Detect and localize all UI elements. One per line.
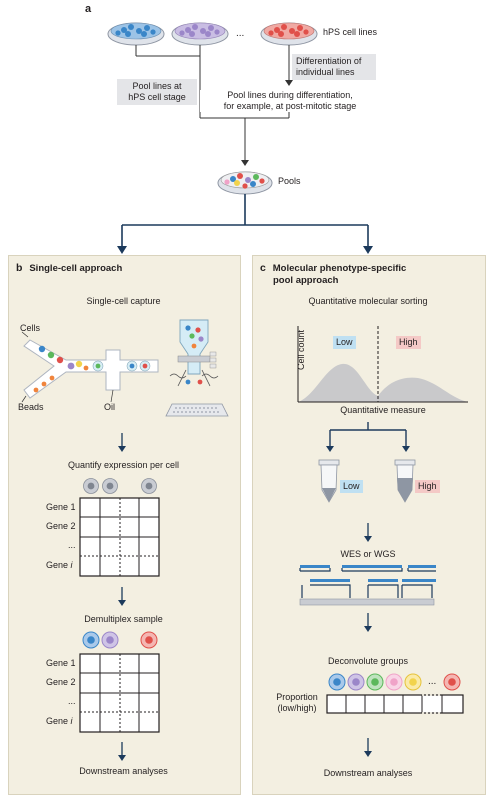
arrow-down-icon [364,523,372,542]
low-badge: Low [333,336,356,349]
sorting-label: Quantitative molecular sorting [308,296,428,306]
gene-ellipsis-label: ... [68,696,76,706]
pools-label: Pools [278,176,301,186]
purple-cell-line-dish-icon [171,22,229,46]
expression-grid-2 [79,653,160,733]
downstream-analyses-c: Downstream analyses [323,768,413,778]
microfluidic-graphic [21,319,229,417]
distribution-plot [297,326,468,403]
oil-label: Oil [104,402,115,412]
sequencing-reads-graphic [299,565,436,606]
pools-dish-icon [217,171,273,195]
gene-2-label: Gene 2 [46,677,76,687]
demultiplex-label: Demultiplex sample [84,614,163,624]
tube-high-badge: High [415,480,440,493]
gene-index-italic: i [70,560,73,570]
arrow-down-icon [364,738,372,757]
gene-i-label: Gene i [46,560,73,570]
quantitative-measure-label: Quantitative measure [340,405,426,415]
wes-wgs-label: WES or WGS [340,549,396,559]
panel-b-title: Single-cell approach [29,263,123,274]
gene-1-label: Gene 1 [46,658,76,668]
colored-droplets-icon [82,631,158,649]
arrow-down-icon [364,613,372,632]
proportion-label: Proportion (low/high) [268,692,326,714]
proportion-line-1: Proportion [276,692,318,702]
gene-ellipsis-label: ... [68,540,76,550]
red-cell-line-dish-icon [260,22,318,46]
pool-diff-line-2: for example, at post-mitotic stage [223,101,357,111]
panel-c-heading: c Molecular phenotype-specific pool appr… [260,262,406,287]
pool-differentiation-text: Pool lines during differentiation, for e… [200,90,380,112]
panel-c-letter: c [260,262,266,274]
gene-1-label: Gene 1 [46,502,76,512]
arrow-down-icon [118,433,126,452]
tube-low-icon [318,459,340,503]
gene-index-italic: i [70,716,73,726]
beads-label: Beads [18,402,44,412]
grey-droplets-icon [83,478,157,494]
split-arrows [326,422,410,452]
hps-cell-lines-label: hPS cell lines [323,27,378,37]
pool-hps-line-2: hPS cell stage [128,92,186,102]
cell-count-axis-label: Cell count [296,329,306,370]
arrow-down-icon [118,742,126,761]
proportion-line-2: (low/high) [277,703,317,713]
downstream-analyses-b: Downstream analyses [79,766,168,776]
tube-low-badge: Low [340,480,363,493]
tube-high-icon [394,459,416,503]
colored-pools-droplets-icon [328,673,461,691]
panel-b-heading: b Single-cell approach [16,262,122,274]
pool-hps-box: Pool lines at hPS cell stage [117,79,197,105]
differentiation-line-1: Differentiation of [296,56,362,66]
differentiation-box: Differentiation of individual lines [292,54,376,80]
pool-hps-line-1: Pool lines at [132,81,182,91]
cells-label: Cells [20,323,41,333]
single-cell-capture-label: Single-cell capture [86,296,161,306]
differentiation-line-2: individual lines [296,67,355,77]
panel-b-letter: b [16,262,23,274]
deconvolute-label: Deconvolute groups [327,656,409,666]
gene-2-label: Gene 2 [46,521,76,531]
proportion-bar [326,694,464,714]
panel-a-letter: a [85,3,92,15]
panel-a-graphics [107,22,373,254]
panel-c-title-1: Molecular phenotype-specific [272,263,407,274]
panel-c-title-2: pool approach [273,275,339,286]
expression-grid-1 [79,497,160,577]
gene-i-label: Gene i [46,716,73,726]
arrow-down-icon [118,587,126,606]
pools-ellipsis: ... [428,676,437,687]
high-badge: High [396,336,421,349]
quantify-label: Quantify expression per cell [67,460,180,470]
ellipsis: ... [236,28,245,39]
pool-diff-line-1: Pool lines during differentiation, [227,90,353,100]
blue-cell-line-dish-icon [107,22,165,46]
